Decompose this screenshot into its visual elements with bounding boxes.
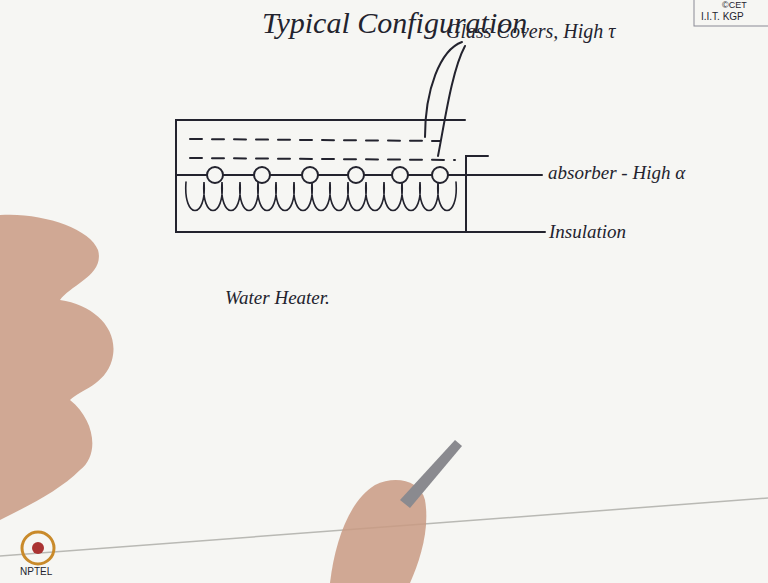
water-tube [207,167,223,183]
leader-line [438,46,465,156]
callout-label: absorber - High α [548,162,685,184]
nptel-logo [22,532,54,564]
water-tube [254,167,270,183]
casing-side [466,156,488,232]
water-tube [392,167,408,183]
insulation [186,182,457,211]
caption-note: Water Heater. [225,287,330,309]
logo-text: I.I.T. KGP [701,11,744,23]
logo-text: ©CET [722,0,747,10]
casing-outline [176,120,545,232]
callout-label: Glass Covers, High τ [446,20,615,43]
pen [400,440,462,508]
callout-label: Insulation [549,221,626,243]
glass-cover [190,158,455,160]
logo-box [694,0,768,26]
hand [0,215,113,520]
water-tube [302,167,318,183]
logo-text: NPTEL [20,566,52,578]
water-tube [432,167,448,183]
water-tube [348,167,364,183]
casing-top [180,119,465,121]
glass-cover [190,139,440,141]
nptel-logo [32,542,44,554]
